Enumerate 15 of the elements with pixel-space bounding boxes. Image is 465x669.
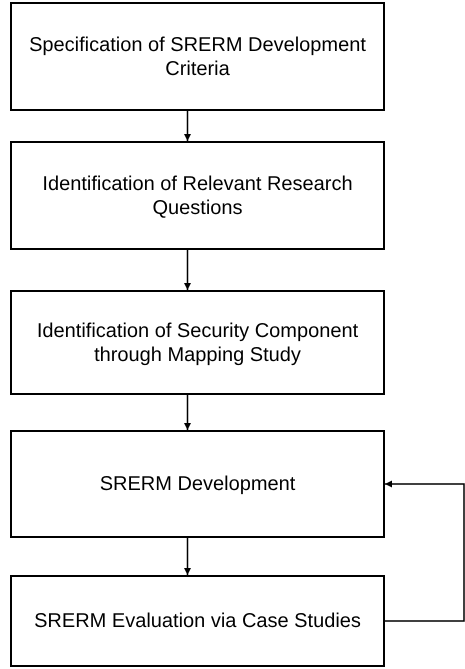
step-label: Identification of Security Component through Mapping Study <box>36 318 360 366</box>
step-label: Specification of SRERM Development Criteria <box>28 32 367 80</box>
arrow <box>184 250 191 290</box>
step-label: SRERM Evaluation via Case Studies <box>34 609 361 633</box>
step-label: Identification of Relevant Research Questions <box>41 172 354 220</box>
arrow <box>385 480 465 622</box>
arrow <box>184 538 191 575</box>
process-box <box>10 141 385 250</box>
process-box <box>10 2 385 111</box>
process-box <box>10 575 385 667</box>
process-box <box>10 430 385 538</box>
arrow <box>184 395 191 430</box>
arrow <box>184 111 191 141</box>
step-label: SRERM Development <box>100 472 296 496</box>
process-box <box>10 290 385 395</box>
